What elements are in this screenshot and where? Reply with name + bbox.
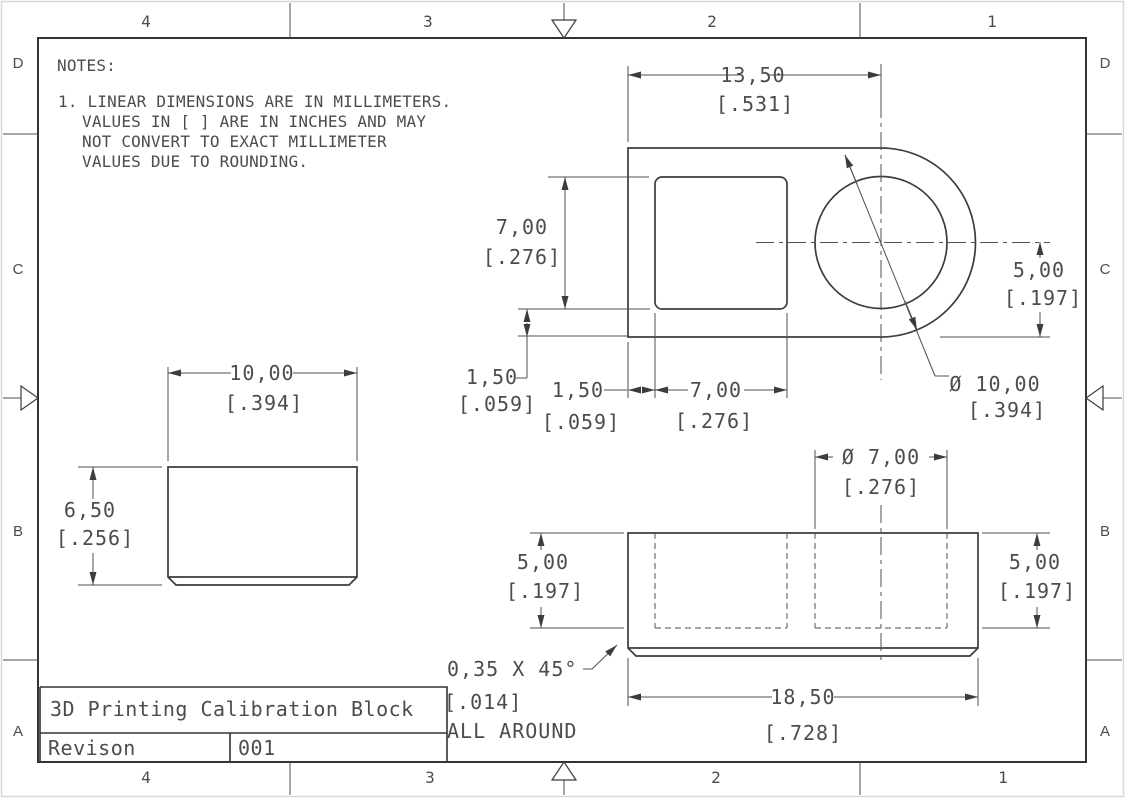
drawing-title: 3D Printing Calibration Block <box>50 697 414 721</box>
notes-heading: NOTES: <box>57 56 116 75</box>
centering-mark-right <box>1084 384 1122 412</box>
dim-5-00-left: 5,00 [.197] <box>506 532 624 629</box>
dim-5-00-plan: 5,00 [.197] <box>940 242 1082 338</box>
dim-1-50-horizontal: 1,50 [.059] <box>542 313 656 434</box>
dim-text-in: [.394] <box>968 398 1046 422</box>
dim-text-mm: 7,00 <box>690 378 742 402</box>
dim-text-in: [.256] <box>56 526 134 550</box>
view-plan: 13,50 [.531] 7,00 [.276] 1,50 [.059] <box>458 63 1082 434</box>
dim-13-50: 13,50 [.531] <box>627 63 882 142</box>
zone-label-top: 2 <box>707 12 717 31</box>
zone-label-top: 1 <box>987 12 997 31</box>
dim-text-in: [.059] <box>542 410 620 434</box>
dim-text-mm: 5,00 <box>517 550 569 574</box>
dim-6-50-height: 6,50 [.256] <box>56 466 162 586</box>
zone-label-bottom: 3 <box>425 768 435 787</box>
drawing-frame <box>37 37 1087 763</box>
dim-text-in: [.394] <box>225 391 303 415</box>
view-side: 10,00 [.394] 6,50 [.256] <box>56 361 358 586</box>
dim-text-in: [.197] <box>998 579 1076 603</box>
centering-mark-left <box>3 384 40 412</box>
dim-text-mm: 18,50 <box>770 685 835 709</box>
leader-line <box>844 154 936 377</box>
revision-label: Revison <box>48 736 136 760</box>
dim-10-00-diameter: Ø 10,00 [.394] <box>844 154 1046 422</box>
zone-label-left: B <box>13 523 23 540</box>
centering-mark-top <box>550 3 578 40</box>
dim-7-00-diameter: Ø 7,00 [.276] <box>814 445 948 529</box>
dim-text-mm: 10,00 <box>229 361 294 385</box>
chamfer-text-in: [.014] <box>444 690 522 714</box>
dim-text-in: [.197] <box>506 579 584 603</box>
pocket-outline <box>654 176 788 310</box>
dim-text-mm: 1,50 <box>466 365 518 389</box>
zone-label-top: 3 <box>423 12 433 31</box>
leader-line <box>591 644 618 670</box>
view-front: Ø 7,00 [.276] 5,00 [.197] 5,00 [.197] <box>444 445 1076 745</box>
notes-line: VALUES DUE TO ROUNDING. <box>82 152 308 171</box>
dim-text-mm: 7,00 <box>496 215 548 239</box>
dim-text-in: [.276] <box>483 245 561 269</box>
dim-text-mm: 1,50 <box>552 378 604 402</box>
notes-line: NOT CONVERT TO EXACT MILLIMETER <box>82 132 387 151</box>
dim-arrow <box>844 154 858 185</box>
zone-label-right: B <box>1100 523 1110 540</box>
zone-label-top: 4 <box>141 12 151 31</box>
dim-5-00-right: 5,00 [.197] <box>982 532 1076 629</box>
zone-label-bottom: 1 <box>998 768 1008 787</box>
centering-mark-bottom <box>550 760 578 795</box>
zone-label-right: A <box>1100 723 1110 740</box>
zone-label-bottom: 4 <box>141 768 151 787</box>
title-block-lines <box>39 686 448 762</box>
dim-text-mm: Ø 7,00 <box>842 445 920 469</box>
chamfer-text-note: ALL AROUND <box>447 719 577 743</box>
notes-line: VALUES IN [ ] ARE IN INCHES AND MAY <box>82 112 426 131</box>
dim-text-mm: 5,00 <box>1013 258 1065 282</box>
title-block: 3D Printing Calibration Block Revison 00… <box>39 686 448 762</box>
zone-label-bottom: 2 <box>711 768 721 787</box>
dim-text-in: [.531] <box>716 92 794 116</box>
zone-label-right: D <box>1100 55 1111 72</box>
dim-arrow <box>904 300 918 331</box>
zone-label-left: C <box>13 261 24 278</box>
dim-text-mm: 6,50 <box>64 498 116 522</box>
zone-label-left: A <box>13 723 23 740</box>
dim-18-50: 18,50 [.728] <box>627 658 979 745</box>
notes-block: NOTES: 1. LINEAR DIMENSIONS ARE IN MILLI… <box>57 56 451 171</box>
chamfer-note: 0,35 X 45° [.014] ALL AROUND <box>444 644 618 743</box>
dim-1-50-vertical: 1,50 [.059] <box>458 309 628 416</box>
dim-text-in: [.059] <box>458 392 536 416</box>
dim-text-in: [.276] <box>675 409 753 433</box>
notes-line: 1. LINEAR DIMENSIONS ARE IN MILLIMETERS. <box>58 92 451 111</box>
dim-text-in: [.197] <box>1004 286 1082 310</box>
zone-label-left: D <box>13 55 24 72</box>
dim-7-00-vertical: 7,00 [.276] <box>483 176 650 310</box>
dim-10-00-width: 10,00 [.394] <box>167 361 358 461</box>
dim-text-in: [.728] <box>764 721 842 745</box>
dim-text-mm: 13,50 <box>720 63 785 87</box>
dim-text-mm: 5,00 <box>1009 550 1061 574</box>
block-outline-plan <box>627 147 977 338</box>
chamfer-text-mm: 0,35 X 45° <box>447 657 577 681</box>
zone-label-right: C <box>1100 261 1111 278</box>
dim-text-mm: Ø 10,00 <box>949 372 1040 396</box>
dim-text-in: [.276] <box>842 475 920 499</box>
revision-value: 001 <box>238 736 276 760</box>
dim-7-00-horizontal: 7,00 [.276] <box>655 313 788 433</box>
